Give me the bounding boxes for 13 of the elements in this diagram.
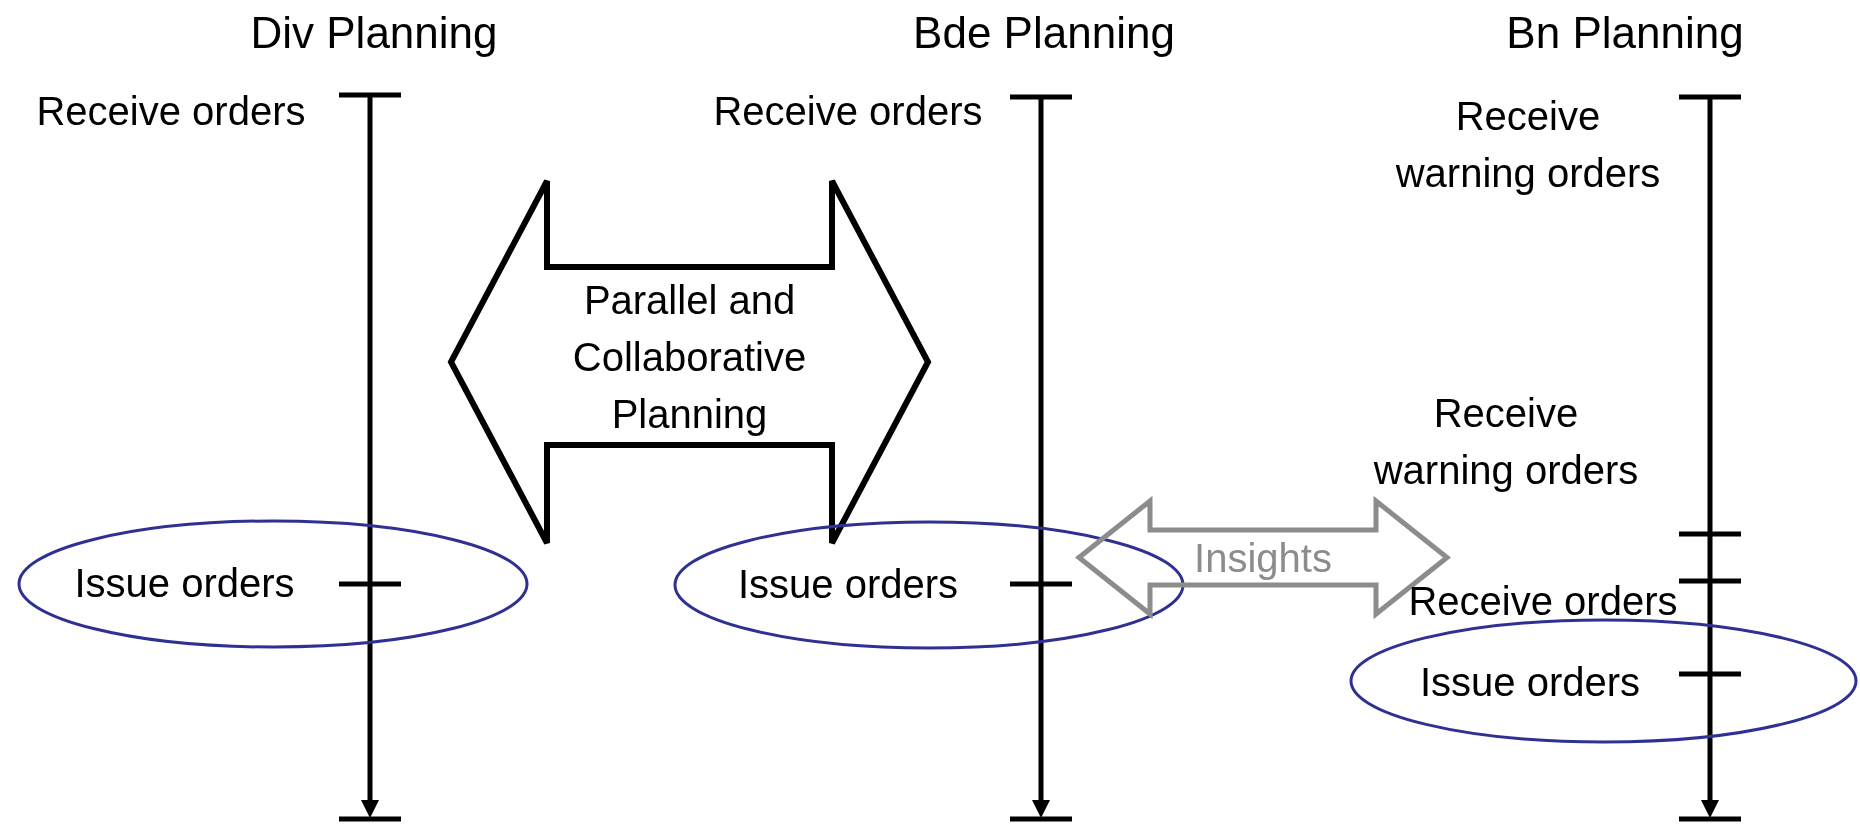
node-text: Issue orders bbox=[73, 561, 296, 607]
node-text: Parallel and Collaborative Planning bbox=[571, 277, 808, 438]
step-label: Receive orders bbox=[712, 89, 984, 135]
step-label: Receive warning orders bbox=[1394, 93, 1662, 197]
column-heading: Bde Planning bbox=[912, 8, 1176, 59]
step-label: Receive orders bbox=[1407, 579, 1679, 625]
node-text: Issue orders bbox=[736, 562, 960, 608]
node-text: Issue orders bbox=[1418, 660, 1642, 706]
column-heading: Div Planning bbox=[249, 8, 499, 59]
node-text: Insights bbox=[1193, 536, 1333, 582]
step-label: Receive warning orders bbox=[1372, 390, 1640, 494]
step-label: Receive orders bbox=[35, 89, 307, 135]
column-heading: Bn Planning bbox=[1505, 8, 1745, 59]
